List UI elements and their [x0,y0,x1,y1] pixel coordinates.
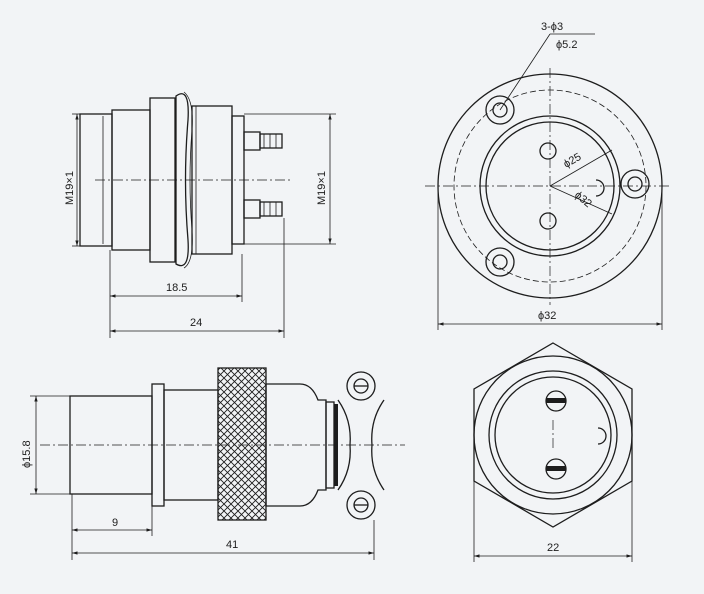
hole-pcd-label: ϕ5.2 [556,39,577,51]
plug-side-view [30,367,405,560]
dim-label-18-5: 18.5 [166,282,187,294]
dim-label-22: 22 [547,542,559,554]
dim-label-24: 24 [190,317,202,329]
dim-label-41: 41 [226,539,238,551]
dia-25-label: ϕ25 [562,151,584,171]
socket-side-view [72,91,336,338]
dia-32-inner-label: ϕ32 [572,189,594,210]
dim-label-9: 9 [112,517,118,529]
dia-32-label: ϕ32 [538,310,556,322]
thread-label-left: M19×1 [64,171,76,205]
dia-15-8-label: ϕ15.8 [21,440,33,468]
socket-front-view [425,33,670,330]
plug-front-view [473,342,633,562]
holes-label: 3-ϕ3 [541,21,563,33]
thread-label-right: M19×1 [316,171,328,205]
